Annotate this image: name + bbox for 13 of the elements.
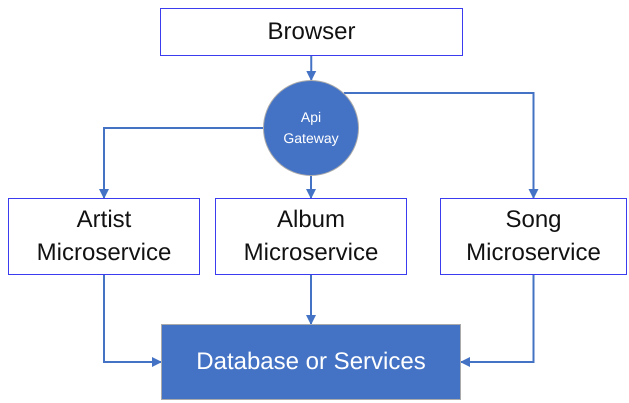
- service-box: Album Microservice: [215, 198, 407, 275]
- database-box: Database or Services: [161, 324, 461, 400]
- arrow: [103, 275, 162, 367]
- service-box: Artist Microservice: [8, 198, 200, 275]
- arrow: [306, 275, 316, 325]
- gateway-circle: Api Gateway: [263, 80, 359, 176]
- arrow: [99, 127, 263, 199]
- arrow: [306, 56, 316, 81]
- service-box: Song Microservice: [440, 198, 627, 275]
- arrow: [460, 275, 534, 367]
- arrow: [306, 176, 316, 199]
- name-box: Browser: [160, 8, 463, 56]
- arrow: [344, 92, 538, 199]
